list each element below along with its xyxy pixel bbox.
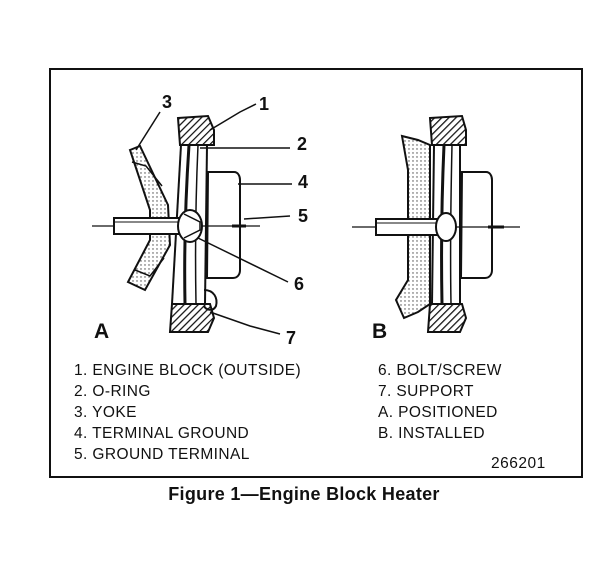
panel-a-drawing: [92, 103, 292, 335]
legend-item: 2. O-RING: [74, 383, 151, 400]
callout-4: 4: [298, 172, 309, 192]
callout-7: 7: [286, 328, 297, 348]
figure-frame: [49, 68, 583, 478]
legend-item: 5. GROUND TERMINAL: [74, 446, 250, 463]
legend-item: A. POSITIONED: [378, 404, 498, 421]
legend-left: 1. ENGINE BLOCK (OUTSIDE) 2. O-RING 3. Y…: [74, 360, 301, 465]
legend-item: 3. YOKE: [74, 404, 137, 421]
legend-item: 6. BOLT/SCREW: [378, 362, 502, 379]
legend-item: 1. ENGINE BLOCK (OUTSIDE): [74, 362, 302, 379]
legend-item: 7. SUPPORT: [378, 383, 474, 400]
legend-item: B. INSTALLED: [378, 425, 486, 442]
figure-caption: Figure 1—Engine Block Heater: [168, 484, 440, 504]
panel-b-drawing: [352, 114, 520, 333]
callout-2: 2: [297, 134, 308, 154]
callout-6: 6: [294, 274, 305, 294]
figure-code: 266201: [491, 455, 546, 472]
callout-3: 3: [162, 92, 173, 112]
panel-label-a: A: [94, 320, 110, 343]
legend-right: 6. BOLT/SCREW 7. SUPPORT A. POSITIONED B…: [378, 360, 502, 444]
legend-item: 4. TERMINAL GROUND: [74, 425, 250, 442]
panel-label-b: B: [372, 320, 388, 343]
callout-1: 1: [259, 94, 270, 114]
callout-5: 5: [298, 206, 309, 226]
